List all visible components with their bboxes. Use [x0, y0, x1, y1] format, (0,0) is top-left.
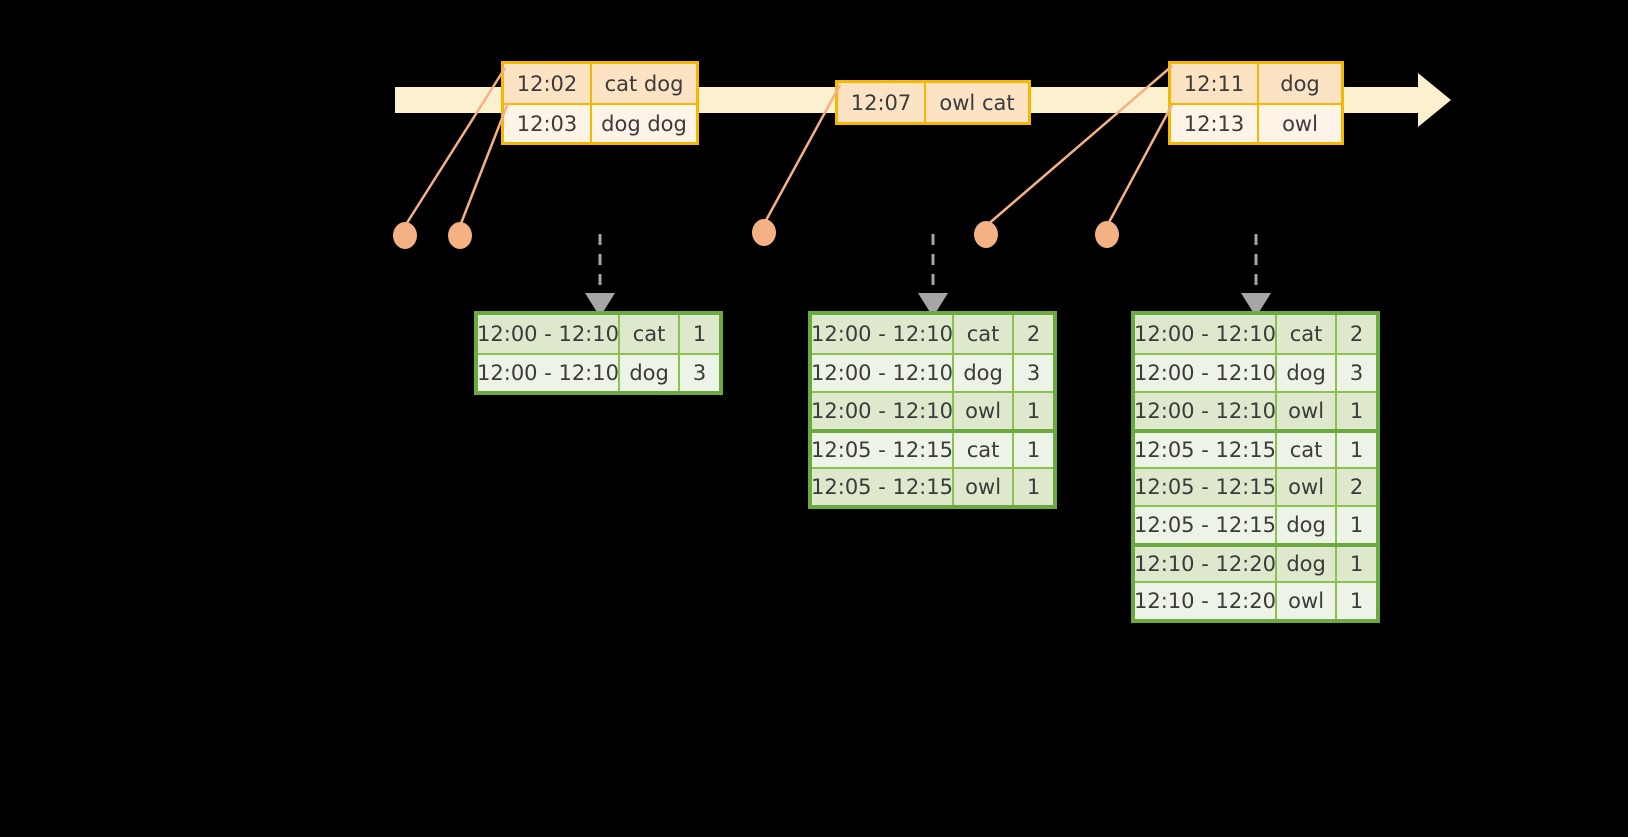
cell-count: 3 — [1014, 355, 1053, 391]
watermark-dot-4 — [974, 221, 998, 248]
cell-window: 12:00 - 12:10 — [811, 355, 954, 391]
cell-count: 1 — [1014, 433, 1053, 467]
cell-word: dog — [1277, 355, 1338, 391]
cell-count: 2 — [1014, 315, 1053, 353]
event-time: 12:11 — [1171, 64, 1259, 103]
cell-word: dog — [1277, 547, 1338, 581]
cell-count: 1 — [1337, 583, 1376, 619]
cell-count: 1 — [1337, 393, 1376, 429]
cell-word: owl — [1277, 469, 1338, 505]
cell-window: 12:00 - 12:10 — [811, 315, 954, 353]
event-time: 12:13 — [1171, 105, 1259, 142]
cell-word: owl — [1277, 393, 1338, 429]
cell-window: 12:10 - 12:20 — [1134, 583, 1277, 619]
watermark-dot-3 — [752, 219, 776, 246]
event-time: 12:07 — [838, 83, 926, 122]
connector-line-4 — [985, 65, 1173, 227]
watermark-dot-2 — [448, 222, 472, 249]
event-time: 12:03 — [504, 105, 592, 142]
event-row: 12:11 dog — [1171, 64, 1341, 103]
cell-word: dog — [1277, 507, 1338, 543]
event-words: dog dog — [592, 105, 696, 142]
cell-word: owl — [954, 469, 1015, 505]
cell-window: 12:05 - 12:15 — [811, 433, 954, 467]
event-words: dog — [1259, 64, 1341, 103]
cell-word: owl — [1277, 583, 1338, 619]
cell-window: 12:05 - 12:15 — [811, 469, 954, 505]
cell-window: 12:05 - 12:15 — [1134, 469, 1277, 505]
event-row: 12:03 dog dog — [504, 103, 696, 142]
cell-window: 12:05 - 12:15 — [1134, 507, 1277, 543]
event-group-3[interactable]: 12:11 dog 12:13 owl — [1168, 61, 1344, 145]
watermark-dot-5 — [1095, 221, 1119, 248]
cell-word: dog — [954, 355, 1015, 391]
cell-window: 12:00 - 12:10 — [1134, 315, 1277, 353]
event-words: cat dog — [592, 64, 696, 103]
cell-window: 12:00 - 12:10 — [1134, 393, 1277, 429]
cell-window: 12:05 - 12:15 — [1134, 433, 1277, 467]
cell-count: 3 — [680, 355, 719, 391]
cell-window: 12:10 - 12:20 — [1134, 547, 1277, 581]
cell-count: 1 — [1337, 433, 1376, 467]
cell-count: 1 — [680, 315, 719, 353]
event-time: 12:02 — [504, 64, 592, 103]
cell-window: 12:00 - 12:10 — [1134, 355, 1277, 391]
cell-count: 1 — [1014, 469, 1053, 505]
timeline-arrow-head — [1418, 73, 1451, 127]
connector-line-2 — [458, 102, 510, 227]
connector-line-5 — [1105, 104, 1174, 227]
cell-count: 2 — [1337, 315, 1376, 353]
event-words: owl cat — [926, 83, 1028, 122]
event-group-1[interactable]: 12:02 cat dog 12:03 dog dog — [501, 61, 699, 145]
cell-count: 1 — [1337, 547, 1376, 581]
watermark-dot-1 — [393, 222, 417, 249]
cell-count: 1 — [1337, 507, 1376, 543]
event-row: 12:13 owl — [1171, 103, 1341, 142]
cell-word: cat — [954, 433, 1015, 467]
connector-line-3 — [762, 84, 842, 225]
cell-word: cat — [1277, 315, 1338, 353]
cell-word: owl — [954, 393, 1015, 429]
cell-word: dog — [620, 355, 681, 391]
event-row: 12:02 cat dog — [504, 64, 696, 103]
cell-window: 12:00 - 12:10 — [477, 355, 620, 391]
event-row: 12:07 owl cat — [838, 83, 1028, 122]
cell-word: cat — [954, 315, 1015, 353]
cell-count: 3 — [1337, 355, 1376, 391]
cell-window: 12:00 - 12:10 — [811, 393, 954, 429]
connector-line-1 — [403, 67, 507, 227]
cell-window: 12:00 - 12:10 — [477, 315, 620, 353]
cell-count: 1 — [1014, 393, 1053, 429]
cell-word: cat — [1277, 433, 1338, 467]
cell-word: cat — [620, 315, 681, 353]
cell-count: 2 — [1337, 469, 1376, 505]
event-group-2[interactable]: 12:07 owl cat — [835, 80, 1031, 125]
event-words: owl — [1259, 105, 1341, 142]
